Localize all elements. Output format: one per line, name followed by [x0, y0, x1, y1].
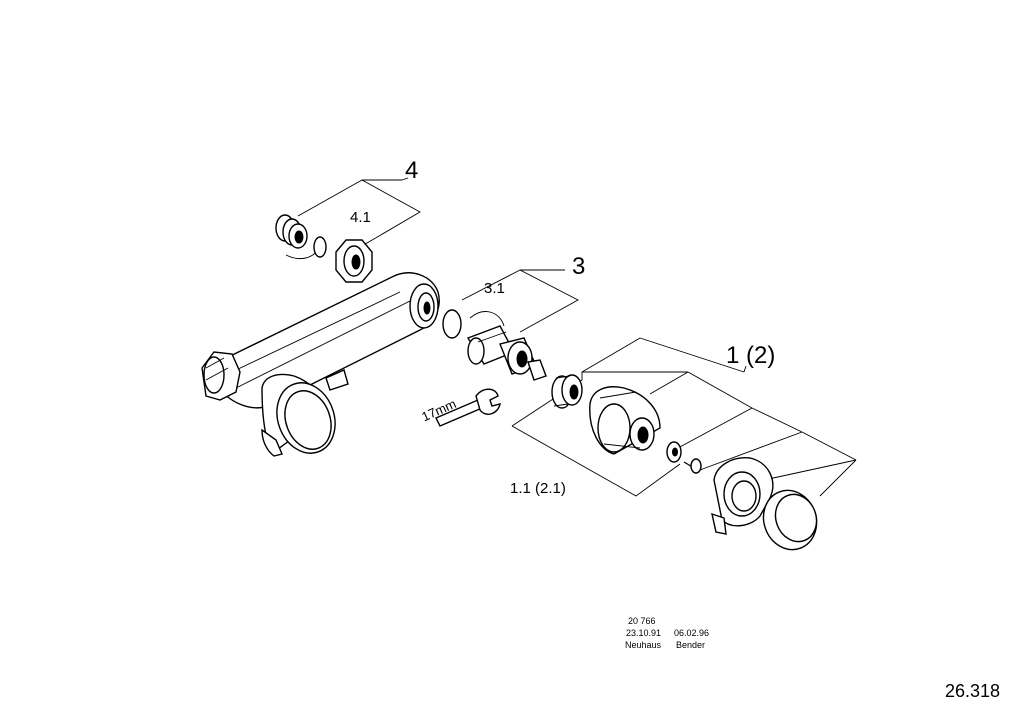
drawing-date-2: 06.02.96 [674, 628, 710, 638]
union-nut-4 [335, 239, 373, 283]
cartridge-3 [466, 325, 547, 381]
fitting-4 [275, 214, 319, 260]
leader-group-4 [297, 177, 421, 251]
drawing-author-1: Neuhaus [625, 640, 662, 650]
mixer-body [201, 272, 440, 457]
callout-3-1: 3.1 [484, 280, 505, 297]
callout-3: 3 [572, 253, 585, 280]
leader-group-1 [511, 337, 857, 497]
callout-4: 4 [405, 157, 418, 184]
o-ring-4-1 [313, 236, 327, 258]
cover-cap [762, 489, 818, 551]
callout-1-1: 1.1 (2.1) [510, 480, 566, 497]
wrench-icon [435, 388, 501, 427]
callout-1: 1 (2) [726, 342, 775, 369]
splined-stop-ring [551, 374, 583, 409]
o-ring-3-1 [442, 309, 462, 339]
drawing-number: 20 766 [628, 616, 656, 626]
rotation-arrow-3 [469, 311, 505, 327]
document-number: 26.318 [944, 681, 1000, 701]
drawing-author-2: Bender [676, 640, 706, 650]
washer [666, 441, 682, 463]
rosette-handle [711, 457, 774, 535]
callout-4-1: 4.1 [350, 209, 371, 226]
leader-group-3 [461, 269, 579, 333]
drawing-date-1: 23.10.91 [626, 628, 662, 638]
adapter-sleeve-1-1 [589, 386, 661, 455]
screw [683, 458, 702, 474]
